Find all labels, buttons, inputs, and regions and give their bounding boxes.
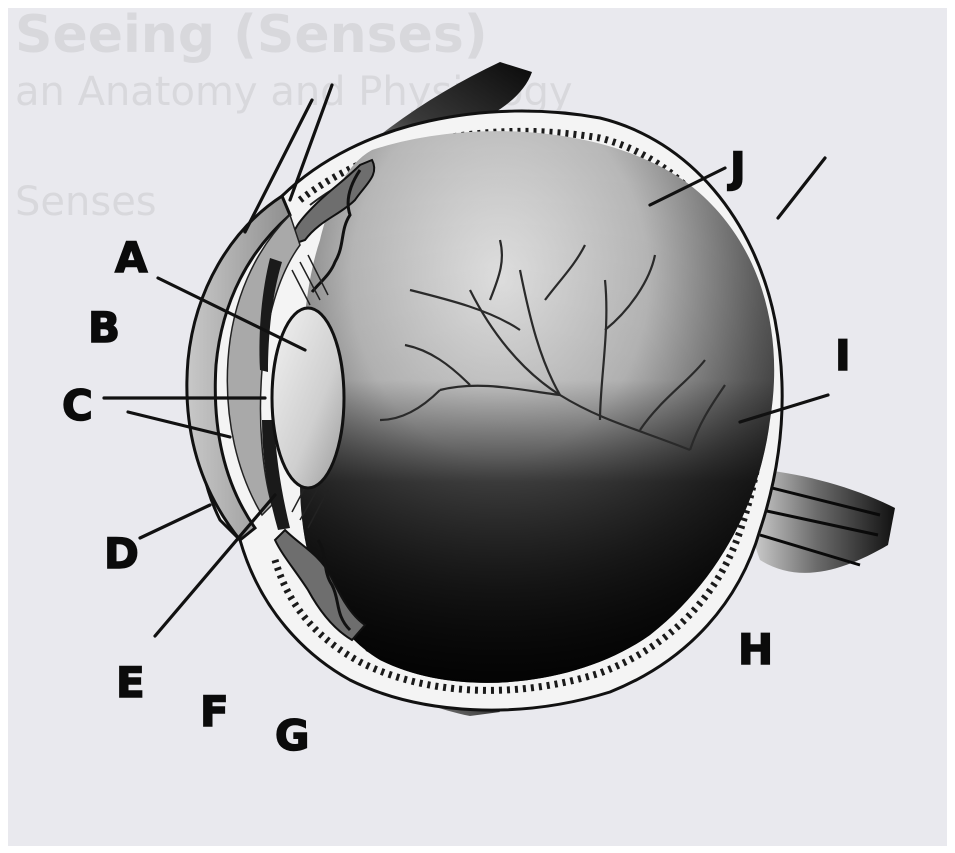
label-j: J (727, 143, 746, 192)
label-i: I (835, 331, 851, 380)
label-f: F (200, 687, 229, 736)
label-g: G (275, 711, 309, 760)
label-b: B (88, 303, 120, 352)
ghost-heading: Senses (15, 179, 157, 225)
label-h: H (738, 625, 773, 674)
label-d: D (104, 529, 139, 578)
lens (272, 308, 344, 488)
label-a: A (115, 233, 148, 282)
ghost-title: Seeing (Senses) (15, 5, 488, 65)
label-c: C (62, 381, 93, 430)
label-e: E (116, 658, 145, 707)
